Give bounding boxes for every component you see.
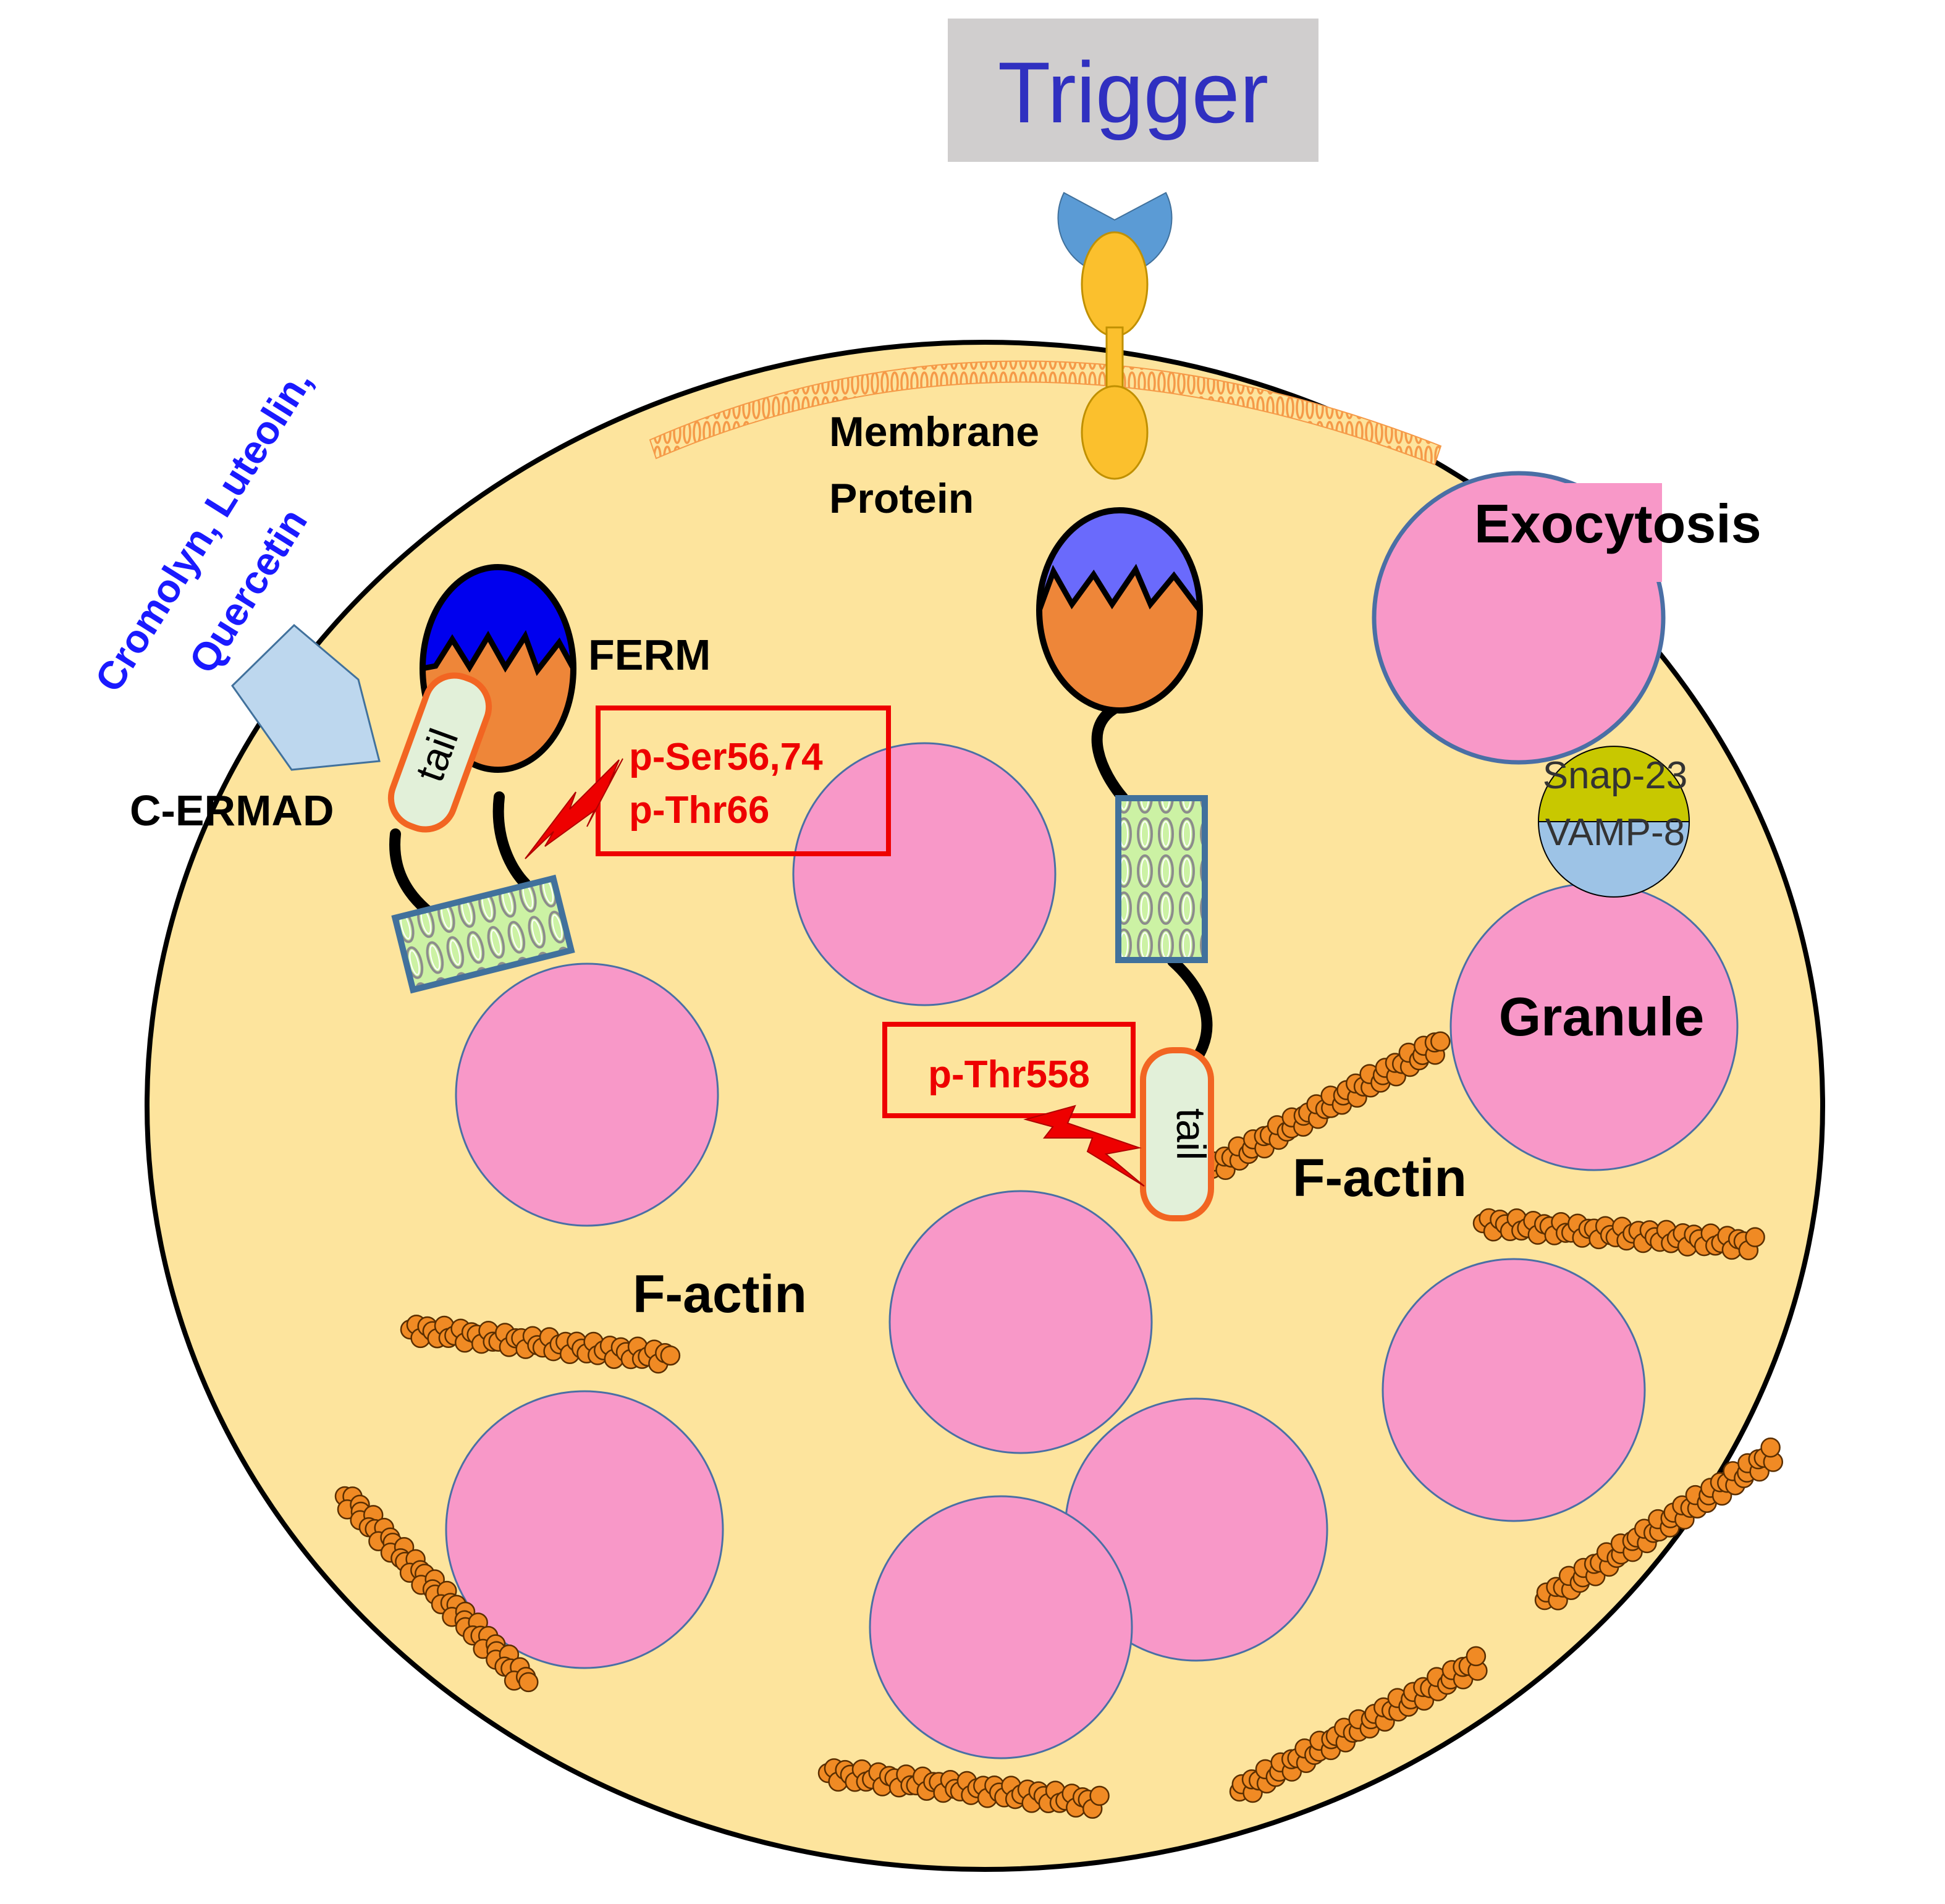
factin-filaments (334, 1031, 1784, 1819)
tail-label-active: tail (1168, 1108, 1214, 1160)
actin-bead (518, 1672, 539, 1693)
phospho-ser-label: p-Ser56,74 (629, 736, 823, 778)
pentagon-arrow-icon (231, 623, 381, 771)
trigger-box (948, 19, 1318, 162)
ferm-label: FERM (588, 631, 711, 679)
phospho-box-thr558 (882, 1022, 1136, 1118)
linker-line (1091, 704, 1129, 804)
helical-domain-active (1115, 795, 1208, 963)
granule (869, 1495, 1133, 1759)
lightning-bolt-icon (525, 758, 623, 859)
factin-label-right: F-actin (1293, 1148, 1467, 1208)
membrane-protein-label-line1: Membrane (829, 408, 1039, 455)
trigger-label: Trigger (998, 44, 1268, 141)
granule-label: Granule (1499, 986, 1705, 1047)
granule (792, 742, 1057, 1006)
granule (888, 1190, 1153, 1454)
actin-bead (1760, 1437, 1781, 1458)
linker-line (492, 791, 531, 889)
granule (445, 1390, 724, 1669)
granule (1382, 1258, 1646, 1522)
snap23-half (1537, 746, 1690, 822)
snap23-label: Snap-23 (1543, 754, 1687, 797)
membrane-band (649, 360, 1442, 466)
actin-bead (660, 1345, 681, 1366)
tail-domain-dormant (387, 672, 492, 833)
actin-bead (1466, 1646, 1487, 1667)
ferm-domain-active (1036, 507, 1203, 714)
phospho-thr558-label: p-Thr558 (928, 1053, 1090, 1096)
phospho-thr66-label: p-Thr66 (629, 789, 769, 832)
lightning-bolt-icon (1023, 1105, 1145, 1187)
actin-bead (1089, 1785, 1110, 1806)
c-ermad-label: C-ERMAD (130, 786, 334, 835)
exocytosis-pink-patch (1563, 483, 1662, 582)
membrane-protein-label-line2: Protein (829, 475, 974, 522)
granule (455, 963, 719, 1227)
factin-label-left: F-actin (633, 1265, 807, 1324)
receptor-segment (1081, 385, 1149, 480)
vamp8-half (1537, 821, 1690, 898)
tail-domain-active (1140, 1047, 1214, 1221)
vamp8-label: VAMP-8 (1545, 811, 1685, 854)
membrane-receptor (1057, 192, 1173, 480)
helical-domain-dormant (391, 874, 575, 994)
receptor-segment (1081, 231, 1149, 337)
exocytosis-label: Exocytosis (1474, 493, 1761, 554)
snare-complex (1537, 746, 1690, 898)
actin-bead (1430, 1031, 1451, 1051)
actin-bead (1745, 1227, 1765, 1247)
